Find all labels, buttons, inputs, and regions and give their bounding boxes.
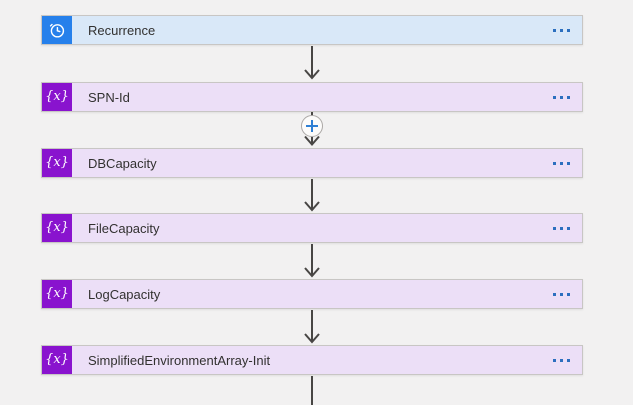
more-actions-button[interactable] [541,214,582,242]
variable-icon: {x} [42,149,72,177]
flow-step-recurrence[interactable]: Recurrence [41,15,583,45]
connector-arrow [303,244,321,278]
variable-icon: {x} [42,83,72,111]
connector-arrow [303,112,321,148]
flow-step-dbcapacity[interactable]: {x} DBCapacity [41,148,583,178]
connector-arrow [303,310,321,344]
connector-arrow [303,46,321,80]
connector-arrow [303,179,321,213]
variable-icon: {x} [42,346,72,374]
step-title: SimplifiedEnvironmentArray-Init [88,352,271,368]
more-actions-button[interactable] [541,346,582,374]
flow-step-filecapacity[interactable]: {x} FileCapacity [41,213,583,243]
flow-step-simplifiedenvironmentarray-init[interactable]: {x} SimplifiedEnvironmentArray-Init [41,345,583,375]
variable-icon: {x} [42,214,72,242]
step-title: DBCapacity [88,155,157,171]
more-actions-button[interactable] [541,280,582,308]
step-title: SPN-Id [88,89,130,105]
step-title: Recurrence [88,22,156,38]
more-actions-button[interactable] [541,83,582,111]
step-title: FileCapacity [88,220,160,236]
insert-step-button[interactable] [301,115,323,137]
step-title: LogCapacity [88,286,161,302]
flow-step-spn-id[interactable]: {x} SPN-Id [41,82,583,112]
connector-line [303,376,321,405]
flow-step-logcapacity[interactable]: {x} LogCapacity [41,279,583,309]
recurrence-clock-icon [42,16,72,44]
variable-icon: {x} [42,280,72,308]
more-actions-button[interactable] [541,16,582,44]
more-actions-button[interactable] [541,149,582,177]
